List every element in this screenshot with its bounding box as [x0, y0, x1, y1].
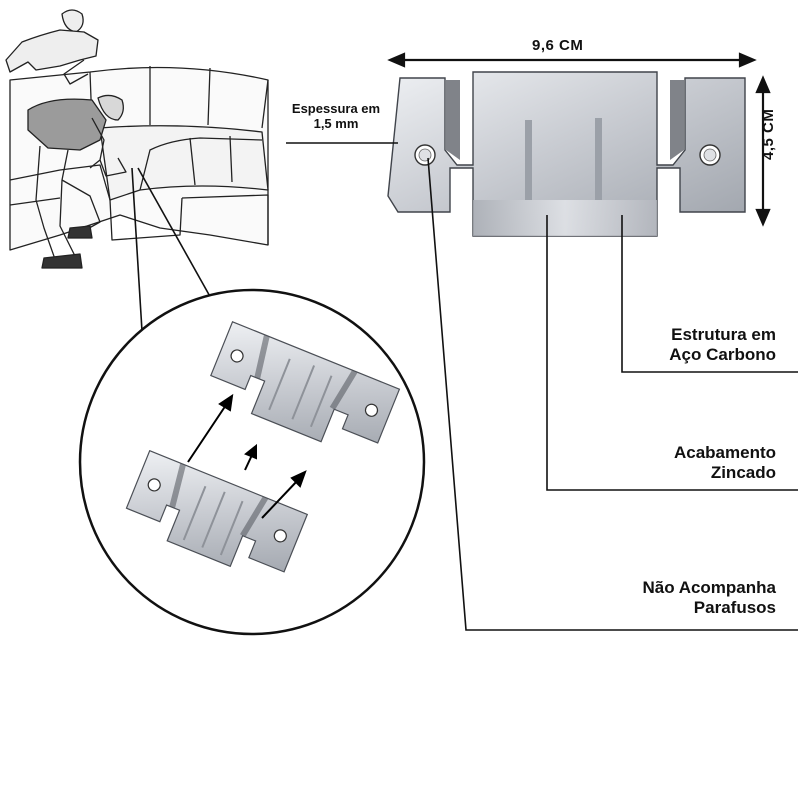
leader-lines [286, 142, 798, 631]
height-label: 4,5 CM [760, 108, 777, 160]
finish-line1: Acabamento [673, 443, 776, 462]
screws-callout: Não Acompanha Parafusos [540, 578, 776, 617]
screws-line1: Não Acompanha [642, 578, 776, 597]
screws-line2: Parafusos [693, 597, 776, 617]
material-line2: Aço Carbono [669, 344, 776, 364]
width-dimension-arrow [387, 52, 757, 68]
zoom-circle [78, 288, 426, 636]
finish-line2: Zincado [710, 462, 776, 482]
bracket-upper [210, 320, 401, 444]
main-bracket [387, 71, 746, 237]
height-dimension-arrow [755, 75, 771, 227]
arrow-icon [187, 393, 307, 519]
material-callout: Estrutura em Aço Carbono [560, 325, 776, 364]
thickness-line1: Espessura em [291, 101, 381, 116]
thickness-label: Espessura em 1,5 mm [280, 101, 392, 132]
thickness-line2: 1,5 mm [313, 115, 359, 131]
sofa-sketch [5, 9, 269, 269]
width-label: 9,6 CM [532, 37, 584, 54]
finish-callout: Acabamento Zincado [560, 443, 776, 482]
bracket-lower [125, 449, 309, 573]
material-line1: Estrutura em [671, 325, 776, 344]
